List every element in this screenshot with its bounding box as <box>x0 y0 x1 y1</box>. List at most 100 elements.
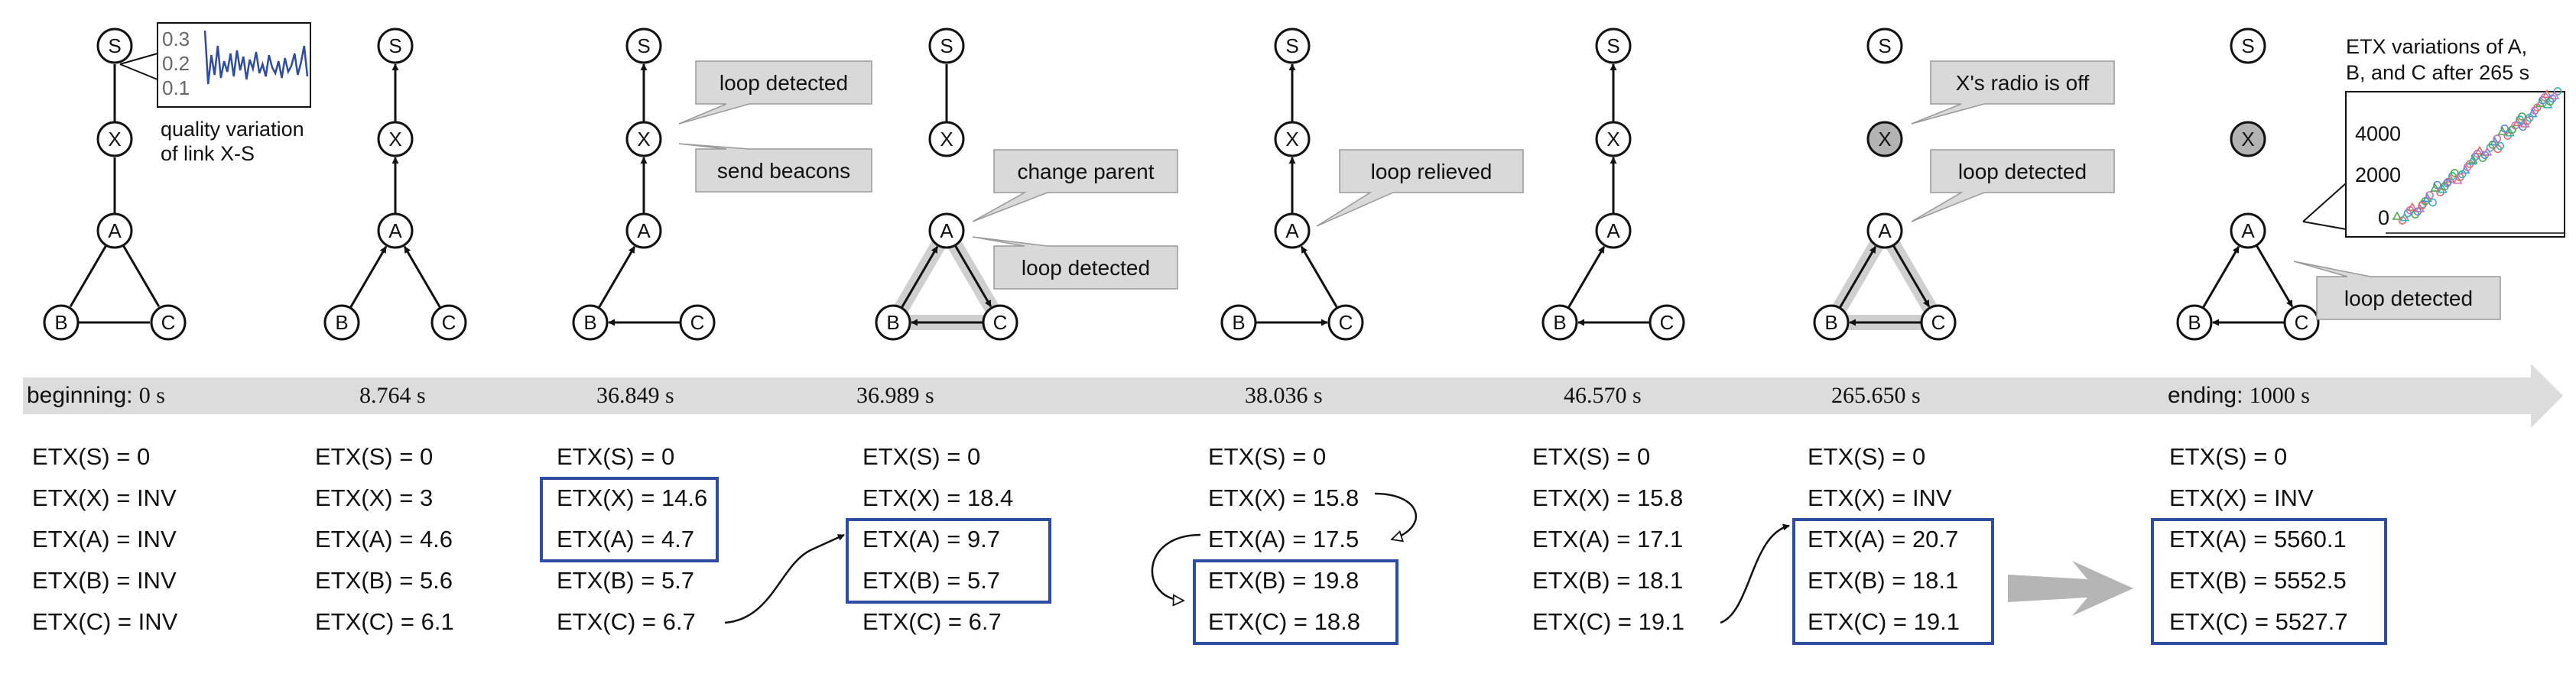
change-arrow <box>1151 533 1201 601</box>
change-arrow <box>1374 492 1417 539</box>
etx-value: ETX(B) = INV <box>32 567 177 594</box>
node-c: C <box>679 304 716 341</box>
change-arrow <box>724 533 845 624</box>
node-a: A <box>2230 212 2266 249</box>
callout-label: loop detected <box>1022 256 1150 280</box>
etx-point <box>2452 175 2463 184</box>
node-b: B <box>875 304 911 341</box>
node-label: B <box>1824 311 1837 334</box>
etx-point <box>2532 103 2542 112</box>
etx-value: ETX(X) = INV <box>32 484 177 511</box>
etx-value: ETX(B) = 5552.5 <box>2169 567 2347 594</box>
timeline-label: 38.036 s <box>1245 383 1323 408</box>
node-c: C <box>1327 304 1364 341</box>
etx-tick-label: 2000 <box>2355 164 2401 186</box>
node-label: B <box>1232 311 1245 334</box>
etx-value: ETX(A) = INV <box>32 526 177 552</box>
timeline-label: beginning: 0 s <box>27 383 165 408</box>
node-label: S <box>1285 34 1298 57</box>
etx-value: ETX(A) = 20.7 <box>1808 526 1958 552</box>
edges <box>69 63 2294 326</box>
etx-value: ETX(S) = 0 <box>862 443 980 470</box>
timeline-label: ending: 1000 s <box>2168 383 2310 408</box>
node-label: B <box>1553 311 1566 334</box>
etx-variation-inset: ETX variations of A, B, and C after 265 … <box>2302 35 2565 238</box>
etx-value: ETX(C) = 6.7 <box>557 608 696 635</box>
node-b: B <box>1220 304 1257 341</box>
callout-label: send beacons <box>717 159 850 183</box>
etx-point <box>2526 113 2534 122</box>
etx-value: ETX(S) = 0 <box>557 443 674 470</box>
node-b: B <box>43 304 80 341</box>
etx-point <box>2422 193 2433 202</box>
etx-point <box>2392 211 2402 220</box>
callout-label: change parent <box>1017 160 1154 183</box>
node-label: X <box>1606 128 1619 151</box>
etx-point <box>2443 179 2451 188</box>
etx-point <box>2428 198 2437 207</box>
etx-value: ETX(B) = 5.7 <box>557 567 694 594</box>
etx-value: ETX(S) = 0 <box>2169 443 2287 470</box>
callout-label: loop detected <box>2344 287 2473 310</box>
highlight-box <box>1792 518 1994 645</box>
callout: X's radio is off <box>1911 60 2115 125</box>
etx-point <box>2418 201 2426 210</box>
node-x: X <box>96 121 133 157</box>
callout: loop detected <box>1911 149 2115 222</box>
etx-point <box>2407 202 2418 212</box>
etx-value: ETX(B) = 18.1 <box>1532 567 1683 594</box>
etx-point <box>2542 89 2552 99</box>
etx-value: ETX(A) = 5560.1 <box>2169 526 2347 552</box>
edge-B-A <box>597 245 636 309</box>
quality-tick-label: 0.1 <box>162 76 190 99</box>
etx-highlight-boxes <box>540 477 2387 645</box>
edge-A-C <box>122 245 161 308</box>
edge-A-B <box>69 245 108 308</box>
etx-value: ETX(C) = 5527.7 <box>2169 608 2347 635</box>
edge-B-A <box>2201 245 2240 309</box>
edge-A-C <box>953 245 992 308</box>
etx-value: ETX(A) = 17.5 <box>1208 526 1359 552</box>
highlight-box <box>2151 518 2387 645</box>
node-s: S <box>1274 28 1311 64</box>
callout: loop relieved <box>1316 149 1524 227</box>
etx-point <box>2415 203 2425 212</box>
edge-B-A <box>1838 245 1877 309</box>
node-label: X <box>388 128 401 151</box>
etx-value: ETX(A) = 4.7 <box>557 526 694 552</box>
etx-point <box>2482 147 2493 156</box>
node-c: C <box>982 304 1018 341</box>
etx-tick-label: 0 <box>2378 206 2389 229</box>
node-c: C <box>430 304 467 341</box>
etx-point <box>2493 134 2502 143</box>
transition-arrow <box>2008 561 2133 616</box>
etx-point <box>2457 170 2467 179</box>
etx-value: ETX(A) = 9.7 <box>862 526 1000 552</box>
node-label: X <box>2241 128 2254 151</box>
edge-B-A <box>1567 245 1606 309</box>
node-label: A <box>1878 219 1892 242</box>
etx-inset-title: B, and C after 265 s <box>2346 61 2529 84</box>
node-label: S <box>1606 34 1619 57</box>
etx-point <box>2467 156 2477 165</box>
etx-point <box>2520 118 2530 128</box>
quality-tick-label: 0.3 <box>162 28 190 50</box>
node-s: S <box>377 28 414 64</box>
node-x: X <box>1595 121 1632 157</box>
callouts: loop detected send beacons change parent lo… <box>678 60 2501 320</box>
timeline-label: 46.570 s <box>1564 383 1642 408</box>
etx-point <box>2399 212 2410 222</box>
node-label: A <box>108 219 122 242</box>
etx-point <box>2542 99 2553 109</box>
node-b: B <box>1813 304 1850 341</box>
etx-change-arrows <box>724 492 2133 624</box>
node-a: A <box>928 212 965 249</box>
node-x: X <box>625 121 662 157</box>
etx-point <box>2496 141 2505 151</box>
etx-point <box>2425 191 2434 199</box>
node-label: A <box>2241 219 2255 242</box>
node-s: S <box>928 28 965 64</box>
node-x: X <box>928 121 965 157</box>
